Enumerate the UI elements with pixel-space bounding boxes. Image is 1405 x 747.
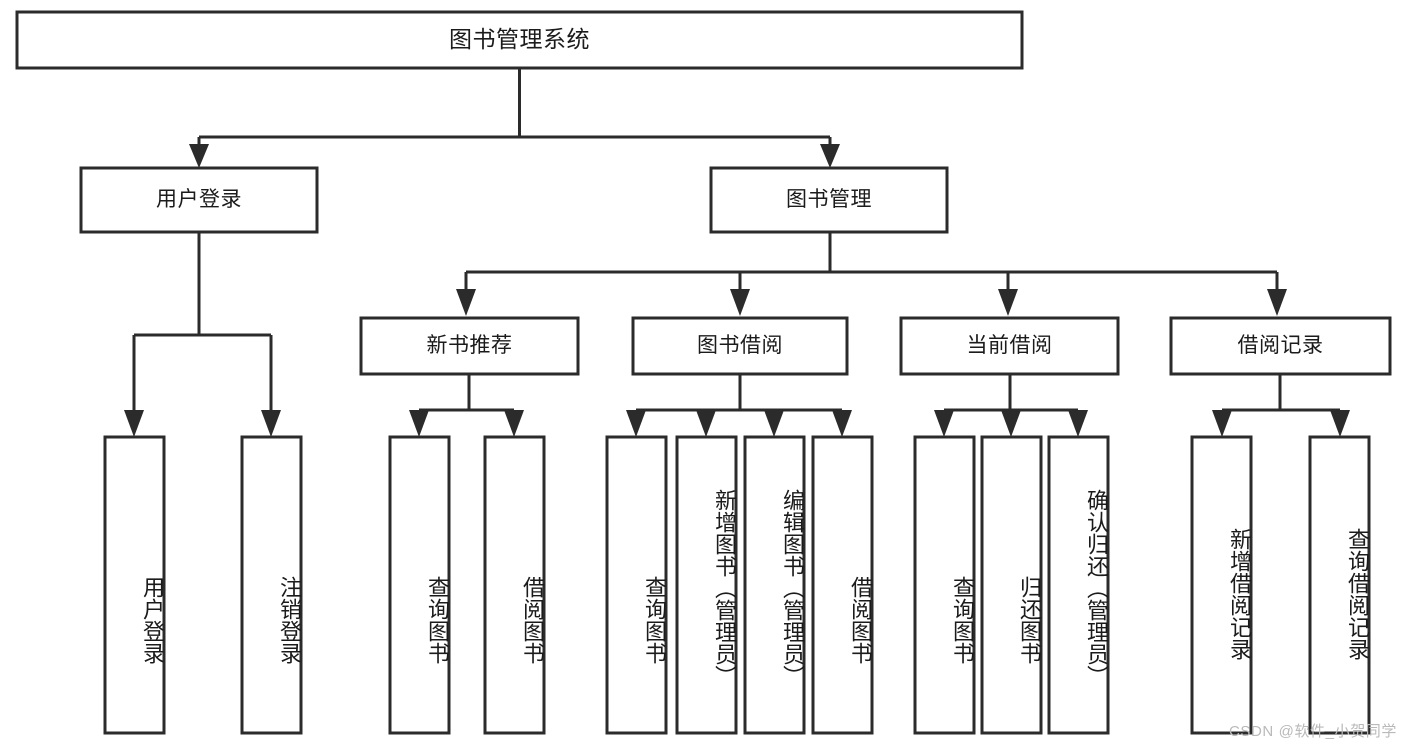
arrowhead-leaf-add-borrow-record (1212, 410, 1232, 437)
arrowhead-user-login (189, 144, 209, 168)
node-box-current-borrow[interactable] (899, 316, 1120, 376)
arrowhead-leaf-confirm-return (1068, 410, 1088, 437)
node-box-leaf-confirm-return[interactable] (1047, 435, 1110, 735)
arrowhead-leaf-query-book-3 (934, 410, 954, 437)
node-box-book-manage[interactable] (709, 166, 949, 234)
arrowhead-leaf-borrow-book-2 (832, 410, 852, 437)
node-box-leaf-edit-book-admin[interactable] (743, 435, 806, 735)
node-box-leaf-query-book-1[interactable] (388, 435, 451, 735)
arrowhead-leaf-return-book (1001, 410, 1021, 437)
node-box-leaf-logout[interactable] (240, 435, 303, 735)
node-box-leaf-borrow-book-2[interactable] (811, 435, 874, 735)
arrowhead-borrow-record (1267, 289, 1287, 316)
node-box-leaf-user-login[interactable] (103, 435, 166, 735)
node-box-new-book-rec[interactable] (359, 316, 580, 376)
arrowhead-leaf-add-book-admin (696, 410, 716, 437)
arrowhead-book-borrow (730, 289, 750, 316)
node-box-leaf-query-book-2[interactable] (605, 435, 668, 735)
arrowhead-current-borrow (998, 289, 1018, 316)
node-box-leaf-add-borrow-record[interactable] (1190, 435, 1253, 735)
node-box-user-login[interactable] (79, 166, 319, 234)
node-box-root[interactable] (15, 10, 1024, 70)
node-box-borrow-record[interactable] (1169, 316, 1392, 376)
arrowhead-book-manage (820, 144, 840, 168)
node-box-leaf-query-borrow-record[interactable] (1308, 435, 1371, 735)
arrowhead-leaf-logout (261, 410, 281, 437)
node-box-leaf-borrow-book-1[interactable] (483, 435, 546, 735)
node-box-leaf-add-book-admin[interactable] (675, 435, 738, 735)
edge-borrow-record-to-leaves (1212, 374, 1350, 437)
arrowhead-leaf-user-login (124, 410, 144, 437)
arrowhead-leaf-query-book-1 (409, 410, 429, 437)
edge-root-to-level2 (189, 68, 840, 168)
arrowhead-leaf-query-book-2 (626, 410, 646, 437)
node-box-leaf-return-book[interactable] (980, 435, 1043, 735)
arrowhead-leaf-query-borrow-record (1330, 410, 1350, 437)
edge-book-manage-to-level3 (456, 232, 1287, 316)
node-box-book-borrow[interactable] (631, 316, 849, 376)
node-box-leaf-query-book-3[interactable] (913, 435, 976, 735)
edge-new-book-rec-to-leaves (409, 374, 524, 437)
edge-current-borrow-to-leaves (934, 374, 1088, 437)
edge-book-borrow-to-leaves (626, 374, 852, 437)
arrowhead-leaf-borrow-book-1 (504, 410, 524, 437)
arrowhead-leaf-edit-book-admin (764, 410, 784, 437)
edge-user-login-to-leaves (124, 232, 281, 437)
arrowhead-new-book-rec (456, 289, 476, 316)
